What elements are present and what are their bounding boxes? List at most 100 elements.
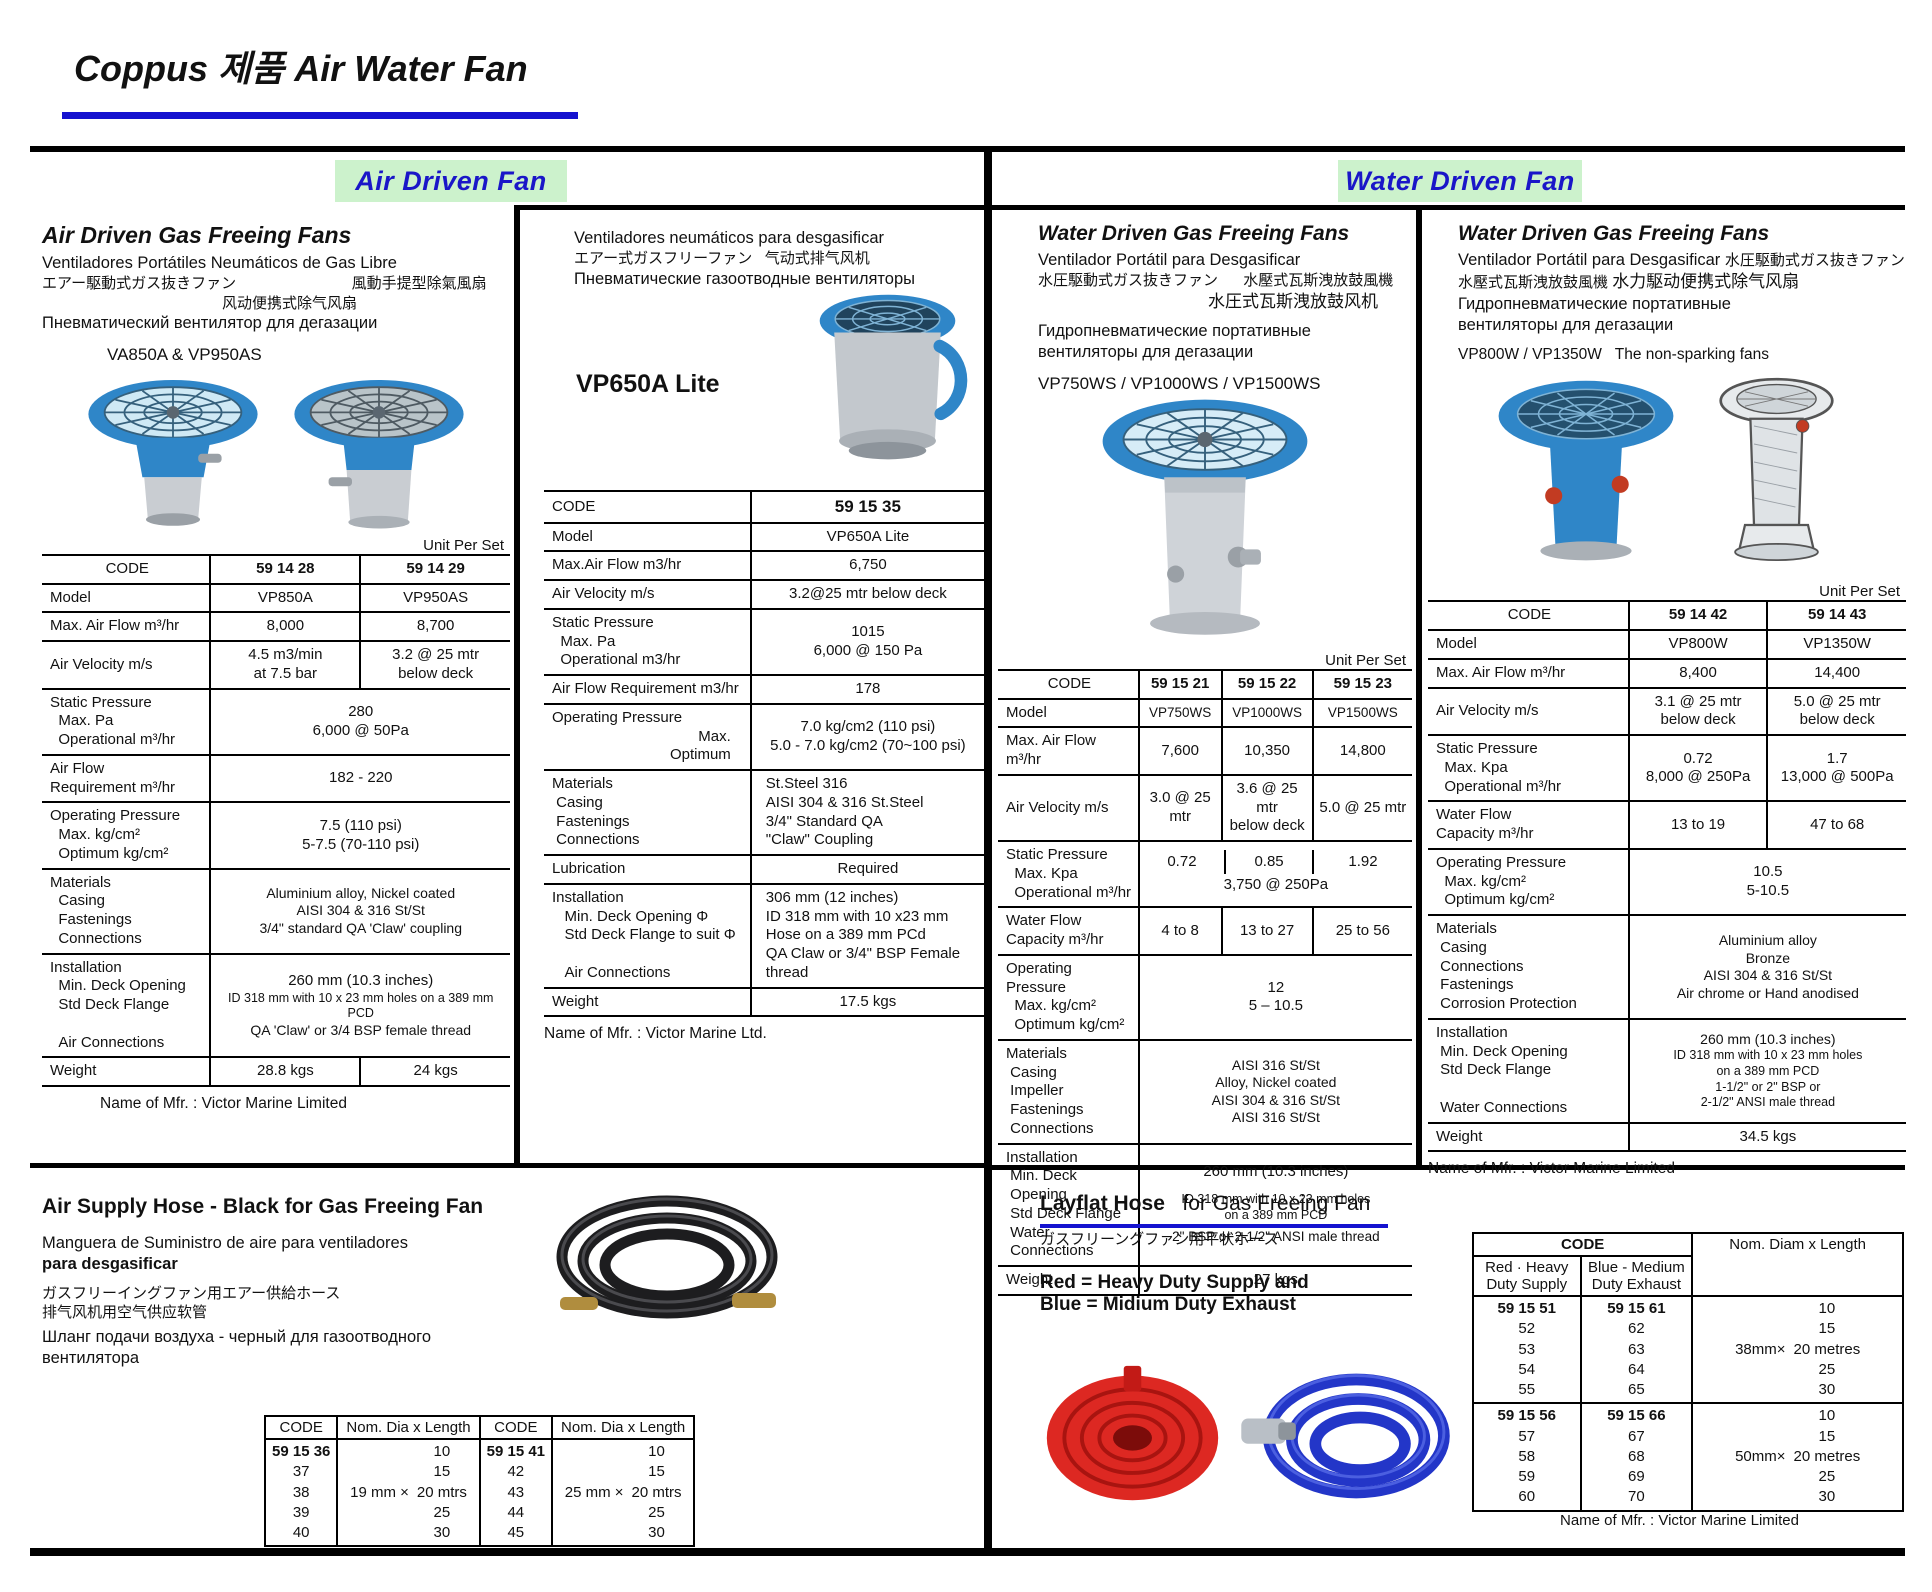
col-header-dia-2: Nom. Dia x Length	[551, 1415, 696, 1440]
panel3-title: Water Driven Gas Freeing Fans	[1038, 222, 1350, 245]
row-label-materials: Materials Casing Fastenings Connections	[544, 769, 751, 856]
row-label-water-flow: Water Flow Capacity m³/hr	[1428, 800, 1629, 849]
page-title: Coppus 제품 Air Water Fan	[74, 48, 528, 89]
table-row: Static Pressure Max. Pa Operational m3/h…	[544, 607, 984, 676]
layflat-blue-note: Blue = Midium Duty Exhaust	[1040, 1293, 1297, 1315]
water-flow-1: 13 to 19	[1627, 800, 1768, 849]
panel4-unit-per-set: Unit Per Set	[1819, 583, 1900, 601]
flow-3: 14,800	[1311, 726, 1412, 775]
dia-label-g1: 38mm×	[1735, 1341, 1786, 1359]
panel1-subtitle-tw: 風動手提型除氣風扇	[351, 275, 487, 293]
panel1-manufacturer: Name of Mfr. : Victor Marine Limited	[100, 1095, 347, 1113]
static-pressure-values: 0.72 0.85 1.92 3,750 @ 250Pa	[1137, 840, 1412, 908]
table-row: Model VP850A VP950AS	[42, 582, 510, 613]
dims-group-1: 38mm× 10 15 20 metres 25 30	[1691, 1294, 1904, 1405]
dia-label-1: 19 mm ×	[350, 1484, 409, 1502]
hose-subtitle-jp: ガスフリーイングファン用エアー供給ホース	[42, 1284, 341, 1302]
table-header-row: CODE Nom. Dia x Length CODE Nom. Dia x L…	[263, 1415, 696, 1440]
row-label-airflow-req: Air Flow Requirement m³/hr	[42, 753, 211, 803]
row-label-static-pressure: Static Pressure Max. Kpa Operational m³/…	[998, 840, 1139, 908]
velocity-1: 3.1 @ 25 mtr below deck	[1627, 686, 1768, 736]
row-label-static-pressure: Static Pressure Max. Pa Operational m³/h…	[42, 687, 211, 755]
row-label-weight: Weight	[1428, 1121, 1629, 1152]
layflat-red-note: Red = Heavy Duty Supply and	[1040, 1271, 1309, 1293]
installation-flange: ID 318 mm with 10 x 23 mm holes on a 389…	[1181, 1192, 1371, 1222]
row-label-model: Model	[1428, 629, 1629, 659]
row-label-velocity: Air Velocity m/s	[42, 640, 211, 689]
installation-connections: 2" BSP or 2-1/2" ANSI male thread	[1172, 1229, 1380, 1245]
row-label-velocity: Air Velocity m/s	[998, 773, 1139, 842]
code-1: 59 14 42	[1627, 600, 1768, 631]
panel4-subtitle-jp: 水圧駆動式ガス抜きファン	[1724, 252, 1905, 269]
code-2: 59 14 43	[1766, 600, 1906, 631]
dia-label-2: 25 mm ×	[564, 1484, 624, 1502]
panel3-subtitle-tw: 水壓式瓦斯洩放鼓風機	[1243, 272, 1394, 290]
materials-value: Aluminium alloy, Nickel coated AISI 304 …	[209, 867, 510, 954]
code-1: 59 15 21	[1137, 668, 1222, 699]
table-row: Materials Casing Connections Fastenings …	[1428, 914, 1906, 1019]
installation-value: 260 mm (10.3 inches) ID 318 mm with 10 x…	[209, 952, 510, 1058]
row-label-materials: Materials Casing Fastenings Connections	[42, 867, 211, 954]
row-label-materials: Materials Casing Connections Fastenings …	[1428, 914, 1629, 1019]
model-2: VP950AS	[359, 582, 510, 613]
hose-title: Air Supply Hose - Black for Gas Freeing …	[42, 1195, 484, 1218]
flow-value: 6,750	[749, 550, 984, 581]
velocity-1: 3.0 @ 25 mtr	[1137, 773, 1222, 842]
panel4-photos	[1428, 372, 1906, 579]
panel-water-driven-ws-fans: Water Driven Gas Freeing Fans Ventilador…	[998, 222, 1412, 1296]
panel3-subtitle-es: Ventilador Portátil para Desgasificar	[1038, 251, 1301, 269]
flow-2: 14,400	[1766, 657, 1906, 688]
velocity-2: 3.6 @ 25 mtr below deck	[1220, 773, 1313, 842]
panel3-models: VP750WS / VP1000WS / VP1500WS	[1038, 373, 1321, 393]
installation-opening: 260 mm (10.3 inches)	[1203, 1163, 1349, 1181]
row-label-model: Model	[544, 521, 751, 552]
panel1-title: Air Driven Gas Freeing Fans	[42, 222, 352, 248]
table-row: Model VP750WS VP1000WS VP1500WS	[998, 697, 1412, 728]
row-label-lubrication: Lubrication	[544, 854, 751, 884]
water-flow-2: 13 to 27	[1220, 906, 1313, 955]
title-underline	[62, 112, 578, 119]
panel3-subtitle-cn: 水圧式瓦斯洩放鼓风机	[1208, 291, 1378, 311]
row-label-airflow: Max. Air Flow m³/hr	[998, 726, 1139, 775]
static-pressure-value: 1015 6,000 @ 150 Pa	[749, 607, 984, 676]
row-label-airflow-req: Air Flow Requirement m3/hr	[544, 674, 751, 704]
row-label-materials: Materials Casing Impeller Fastenings Con…	[998, 1038, 1139, 1144]
black-hose-photo	[556, 1195, 778, 1319]
weight-value: 34.5 kgs	[1627, 1121, 1906, 1152]
panel1-models: VA850A & VP950AS	[107, 344, 262, 364]
divider-left-bottom	[30, 1163, 984, 1168]
badge-water-label: Water Driven Fan	[1345, 165, 1575, 196]
dims-group-1: 19 mm × 10 15 20 mtrs 25 30	[336, 1439, 481, 1547]
panel2-subtitle-jp: エアー式ガスフリーファン	[574, 250, 753, 268]
panel2-manufacturer: Name of Mfr. : Victor Marine Ltd.	[544, 1025, 767, 1043]
row-label-model: Model	[42, 582, 211, 613]
table-row: Weight 34.5 kgs	[1428, 1121, 1906, 1152]
fan-photo-vp650a	[819, 295, 968, 460]
panel4-models: VP800W / VP1350W	[1458, 346, 1602, 364]
row-label-op-pressure: Operating Pressure Max. kg/cm² Optimum k…	[42, 801, 211, 869]
table-row: Model VP650A Lite	[544, 521, 984, 552]
velocity-1: 4.5 m3/min at 7.5 bar	[209, 640, 361, 689]
table-row: Water Flow Capacity m³/hr 13 to 19 47 to…	[1428, 800, 1906, 849]
table-body-row: 59 15 36 37 38 39 40 19 mm × 10 15 20 mt…	[263, 1439, 696, 1547]
row-label-velocity: Air Velocity m/s	[1428, 686, 1629, 736]
table-row: Operating Pressure Max. Optimum 7.0 kg/c…	[544, 702, 984, 771]
table-row: Model VP800W VP1350W	[1428, 629, 1906, 659]
table-row: CODE 59 14 28 59 14 29	[42, 553, 510, 584]
velocity-value: 3.2@25 mtr below deck	[749, 579, 984, 609]
row-label-velocity: Air Velocity m/s	[544, 579, 751, 609]
top-rule	[30, 146, 1905, 152]
row-label-airflow: Max. Air Flow m³/hr	[42, 611, 211, 642]
materials-value: AISI 316 St/St Alloy, Nickel coated AISI…	[1137, 1038, 1412, 1144]
static-kpa-1: 0.72	[1167, 852, 1197, 870]
op-pressure-label: Operating Pressure	[552, 708, 683, 726]
panel1-unit-per-set: Unit Per Set	[423, 536, 504, 554]
table-row: CODE 59 15 35	[544, 490, 984, 523]
table-row: Weight 28.8 kgs 24 kgs	[42, 1056, 510, 1087]
panel1-subtitle-es: Ventiladores Portátiles Neumáticos de Ga…	[42, 254, 397, 272]
row-label-code: CODE	[998, 668, 1139, 699]
installation-flange: ID 318 mm with 10 x 23 mm holes on a 389…	[228, 990, 494, 1021]
code-1: 59 14 28	[209, 553, 361, 584]
fan-photo-vp750ws	[1102, 399, 1308, 635]
